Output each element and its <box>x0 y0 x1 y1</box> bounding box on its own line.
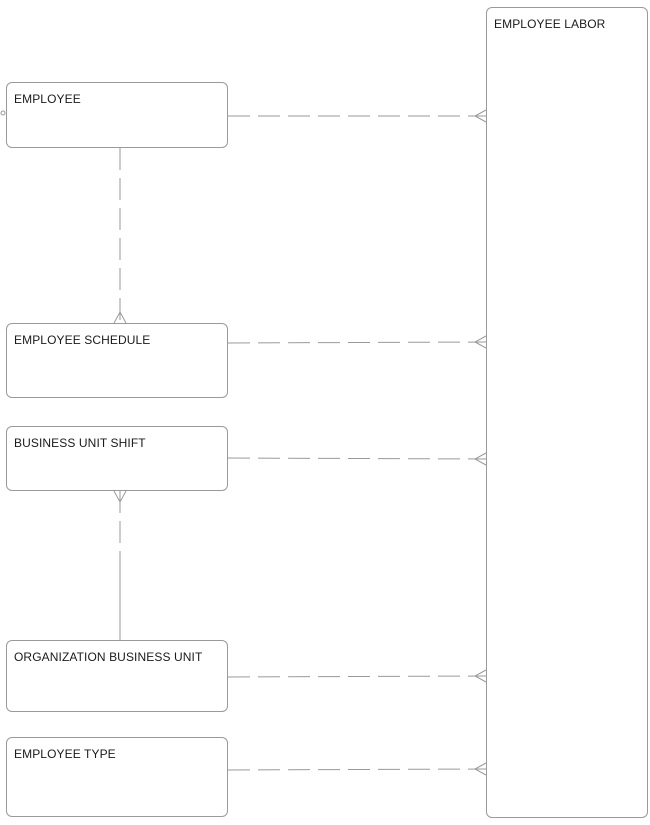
relationship-employee-to-employee-labor[interactable] <box>228 109 487 123</box>
entity-name: EMPLOYEE <box>14 92 81 106</box>
entity-name: EMPLOYEE LABOR <box>494 17 606 31</box>
relationship-employee-to-employee-schedule[interactable] <box>113 148 127 324</box>
entity-name: ORGANIZATION BUSINESS UNIT <box>14 650 203 664</box>
relationship-organization-business-unit-to-employee-labor[interactable] <box>227 669 487 683</box>
entity-business-unit-shift[interactable]: BUSINESS UNIT SHIFT <box>6 426 228 491</box>
entity-employee[interactable]: EMPLOYEE <box>6 82 228 148</box>
entity-employee-type[interactable]: EMPLOYEE TYPE <box>6 737 228 817</box>
entity-name: EMPLOYEE TYPE <box>14 747 116 761</box>
entity-employee-schedule[interactable]: EMPLOYEE SCHEDULE <box>6 323 228 398</box>
entity-name: BUSINESS UNIT SHIFT <box>14 436 146 450</box>
entity-employee-labor[interactable]: EMPLOYEE LABOR <box>486 7 648 818</box>
relationship-employee-schedule-to-employee-labor[interactable] <box>227 335 487 349</box>
relationship-organization-business-unit-to-business-unit-shift[interactable] <box>113 490 127 640</box>
entity-organization-business-unit[interactable]: ORGANIZATION BUSINESS UNIT <box>6 640 228 712</box>
entity-name: EMPLOYEE SCHEDULE <box>14 333 151 347</box>
relationship-employee-type-to-employee-labor[interactable] <box>227 762 487 776</box>
relationship-business-unit-shift-to-employee-labor[interactable] <box>227 452 487 466</box>
optional-marker-icon <box>0 110 6 116</box>
